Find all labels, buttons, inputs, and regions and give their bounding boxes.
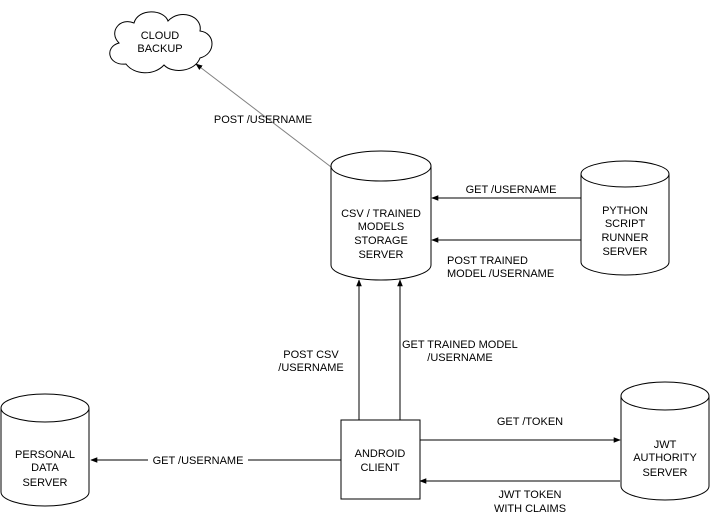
edge-label-python-post-2: MODEL /USERNAME: [447, 268, 554, 280]
edge-label-storage-to-cloud: POST /USERNAME: [214, 114, 312, 126]
personal-cylinder-body: [0, 408, 90, 507]
edge-storage-to-cloud: [195, 63, 336, 171]
storage-label-2: MODELS: [358, 221, 404, 233]
python-label-1: PYTHON: [602, 205, 648, 217]
android-client-box: [340, 419, 421, 500]
edge-label-android-to-jwt: GET /TOKEN: [497, 416, 563, 428]
jwt-cylinder-body: [620, 396, 710, 501]
android-label-2: CLIENT: [360, 462, 399, 474]
cloud-backup-label-2: BACKUP: [137, 43, 182, 55]
jwt-label-1: JWT: [654, 439, 677, 451]
edge-label-jwt-token-1: JWT TOKEN: [499, 489, 562, 501]
edge-label-jwt-token-2: WITH CLAIMS: [494, 503, 566, 514]
python-runner-node: PYTHON SCRIPT RUNNER SERVER: [580, 160, 670, 276]
edge-label-android-to-personal: GET /USERNAME: [153, 455, 244, 467]
python-cylinder-body: [580, 174, 670, 276]
cloud-backup-label-1: CLOUD: [141, 30, 180, 42]
cloud-backup-node: CLOUD BACKUP: [109, 11, 213, 74]
edge-label-get-model-1: GET TRAINED MODEL: [402, 339, 518, 351]
personal-label-1: PERSONAL: [15, 449, 75, 461]
python-label-3: RUNNER: [601, 232, 648, 244]
storage-cylinder-top: [330, 150, 432, 182]
edge-label-python-post-1: POST TRAINED: [447, 255, 528, 267]
personal-data-node: PERSONAL DATA SERVER: [0, 393, 90, 507]
storage-label-1: CSV / TRAINED: [341, 208, 421, 220]
edge-label-personal-bg: [148, 453, 248, 467]
python-label-4: SERVER: [602, 246, 647, 258]
jwt-label-2: AUTHORITY: [633, 452, 697, 464]
python-label-2: SCRIPT: [605, 218, 646, 230]
jwt-authority-node: JWT AUTHORITY SERVER: [620, 381, 710, 501]
personal-cylinder-top: [0, 393, 90, 423]
personal-label-3: SERVER: [22, 477, 67, 489]
edge-label-get-model-2: /USERNAME: [427, 352, 492, 364]
jwt-label-3: SERVER: [642, 467, 687, 479]
python-cylinder-top: [580, 160, 670, 188]
jwt-cylinder-top: [620, 381, 710, 411]
storage-label-4: SERVER: [358, 249, 403, 261]
edge-label-post-csv-2: /USERNAME: [278, 362, 343, 374]
android-client-node: ANDROID CLIENT: [340, 419, 421, 500]
storage-server-node: CSV / TRAINED MODELS STORAGE SERVER: [330, 150, 432, 281]
android-label-1: ANDROID: [355, 448, 406, 460]
edge-label-python-get: GET /USERNAME: [466, 184, 557, 196]
storage-label-3: STORAGE: [354, 235, 408, 247]
storage-cylinder-body: [330, 166, 432, 281]
personal-label-2: DATA: [31, 462, 59, 474]
edge-label-post-csv-1: POST CSV: [283, 349, 339, 361]
cloud-shape: [109, 11, 213, 74]
